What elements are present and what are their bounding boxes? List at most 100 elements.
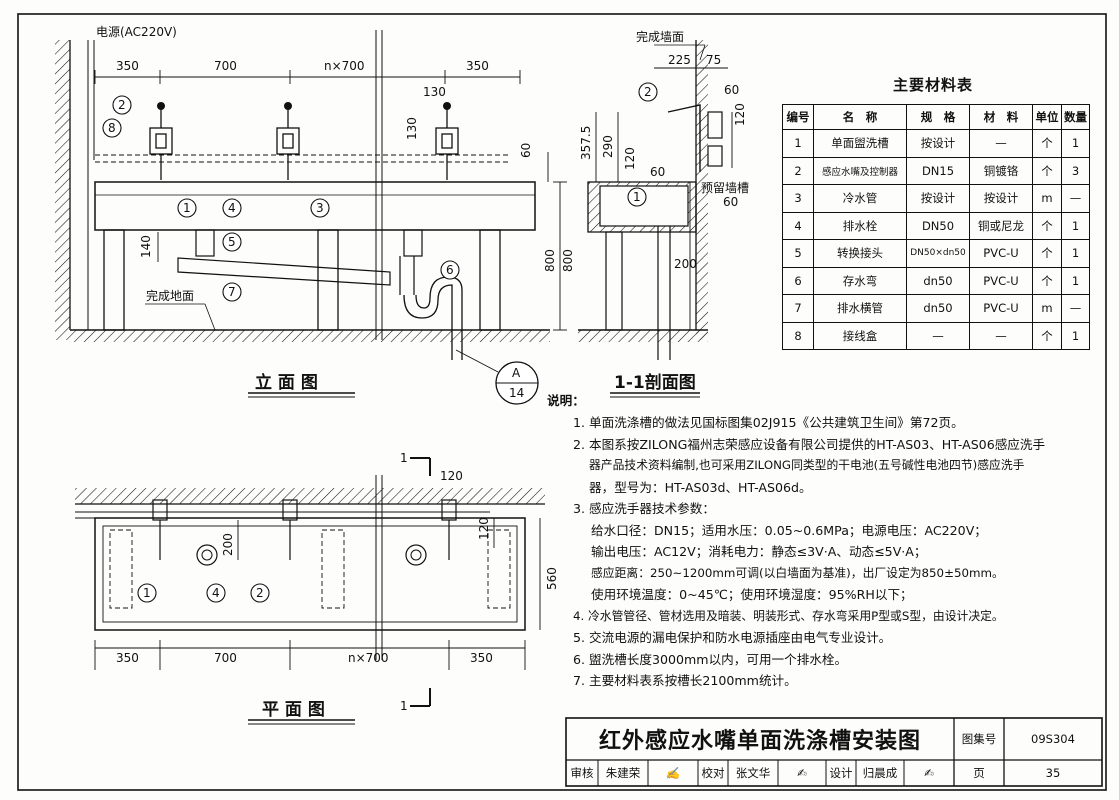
table-cell: 铜镀铬	[969, 156, 1033, 185]
table-cell: 1	[782, 129, 814, 158]
floor-label: 完成地面	[146, 288, 194, 303]
table-cell: 铜或尼龙	[969, 211, 1033, 240]
table-cell: dn50	[906, 266, 970, 295]
plan-dim-700: 700	[214, 651, 237, 665]
note-line: 输出电压：AC12V；消耗电力：静态≤3V·A、动态≤5V·A；	[591, 544, 927, 559]
elevation-view	[55, 30, 567, 405]
elevation-title: 立 面 图	[255, 372, 318, 393]
design-label: 设计	[829, 766, 853, 780]
plan-dim-120: 120	[440, 469, 463, 483]
table-cell: 8	[782, 321, 814, 350]
table-cell: 个	[1032, 211, 1062, 240]
header-cell: 规 格	[906, 104, 970, 130]
elev-callout-5: 5	[228, 235, 236, 249]
notes-block: 说明： 1. 单面洗涤槽的做法见国标图集02J915《公共建筑卫生间》第72页。…	[547, 393, 1083, 692]
plan-dim-200: 200	[221, 533, 235, 556]
table-cell: 转换接头	[813, 239, 907, 268]
elev-floor-hatch	[70, 330, 550, 342]
table-cell: DN50	[906, 211, 970, 240]
section-dim-75: 75	[706, 53, 721, 67]
section-title: 1-1剖面图	[614, 372, 696, 393]
table-cell: —	[906, 321, 970, 350]
elev-callout-3: 3	[316, 201, 324, 215]
section-dim-290: 290	[601, 135, 615, 158]
header-cell: 名 称	[813, 104, 907, 130]
materials-header-row: 编号 名 称 规 格 材 料 单位 数量	[782, 104, 1090, 130]
note-line: 7. 主要材料表系按槽长2100mm统计。	[573, 673, 797, 688]
elev-wall-hatch	[55, 40, 70, 340]
note-line: 3. 感应洗手器技术参数：	[573, 501, 715, 516]
plan-callout-4: 4	[212, 586, 220, 600]
note-line: 1. 单面洗涤槽的做法见国标图集02J915《公共建筑卫生间》第72页。	[573, 415, 964, 430]
table-cell: 个	[1032, 266, 1062, 295]
note-line: 5. 交流电源的漏电保护和防水电源插座由电气专业设计。	[573, 630, 892, 645]
section-dim-120a: 120	[733, 103, 747, 126]
drawing-title: 红外感应水嘴单面洗涤槽安装图	[598, 729, 921, 754]
table-cell: 1	[1061, 321, 1090, 350]
section-dim-357: 357.5	[579, 126, 593, 160]
header-cell: 单位	[1032, 104, 1062, 130]
elev-dim-140: 140	[139, 235, 153, 258]
elev-dim-350-left: 350	[116, 59, 139, 73]
elev-callout-7: 7	[228, 285, 236, 299]
plan-dim-350-right: 350	[470, 651, 493, 665]
table-cell: PVC-U	[969, 294, 1033, 323]
table-cell: 个	[1032, 129, 1062, 158]
section-view	[578, 40, 733, 398]
table-cell: PVC-U	[969, 266, 1033, 295]
designer-signature: ✍	[924, 766, 934, 780]
atlas-number: 09S304	[1031, 732, 1075, 746]
table-cell: dn50	[906, 294, 970, 323]
note-line: 4. 冷水管管径、管材选用及暗装、明装形式、存水弯采用P型或S型，由设计决定。	[573, 608, 1004, 623]
plan-dim-nx700: n×700	[348, 651, 389, 665]
table-cell: m	[1032, 294, 1062, 323]
elev-dim-700: 700	[214, 59, 237, 73]
elev-callout-2: 2	[118, 98, 126, 112]
reviewer-signature: ✍	[665, 766, 681, 780]
table-cell: 接线盒	[813, 321, 907, 350]
plan-section-mark-top: 1	[400, 451, 408, 465]
section-dim-60c: 60	[723, 195, 738, 209]
note-line: 2. 本图系按ZILONG福州志荣感应设备有限公司提供的HT-AS03、HT-A…	[573, 436, 1046, 452]
table-cell: 排水栓	[813, 211, 907, 240]
reviewer-name: 朱建荣	[605, 766, 641, 780]
section-embed-label: 预留墙槽	[701, 181, 749, 195]
note-line: 感应距离：250~1200mm可调(以白墙面为基准)，出厂设定为850±50mm…	[591, 565, 1004, 580]
table-cell: 排水横管	[813, 294, 907, 323]
section-dim-800: 800	[561, 249, 575, 272]
note-line: 器，型号为：HT-AS03d、HT-AS06d。	[589, 479, 812, 495]
plan-title: 平 面 图	[262, 700, 325, 720]
table-cell: 存水弯	[813, 266, 907, 295]
plan-view	[75, 457, 545, 725]
designer-name: 归晨成	[862, 766, 898, 780]
power-label: 电源(AC220V)	[96, 25, 177, 39]
review-label: 审核	[570, 766, 594, 780]
plan-dim-120b: 120	[477, 517, 491, 540]
table-cell: 6	[782, 266, 814, 295]
table-cell: 冷水管	[813, 184, 907, 213]
table-cell: 个	[1032, 321, 1062, 350]
plan-section-mark-bottom: 1	[400, 699, 408, 713]
table-cell: 单面盥洗槽	[813, 129, 907, 158]
table-cell: 7	[782, 294, 814, 323]
table-cell: 按设计	[969, 184, 1033, 213]
atlas-label: 图集号	[961, 732, 997, 746]
section-dim-225: 225	[668, 53, 691, 67]
elev-dim-60: 60	[519, 143, 533, 158]
plan-dim-560: 560	[545, 567, 559, 590]
elev-dim-nx700: n×700	[324, 59, 365, 73]
materials-table-title: 主要材料表	[893, 76, 974, 94]
table-cell: —	[969, 321, 1033, 350]
table-cell: 5	[782, 239, 814, 268]
note-line: 给水口径：DN15；适用水压：0.05~0.6MPa；电源电压：AC220V；	[591, 522, 987, 538]
checker-signature: ✍	[797, 766, 807, 780]
table-cell: m	[1032, 184, 1062, 213]
